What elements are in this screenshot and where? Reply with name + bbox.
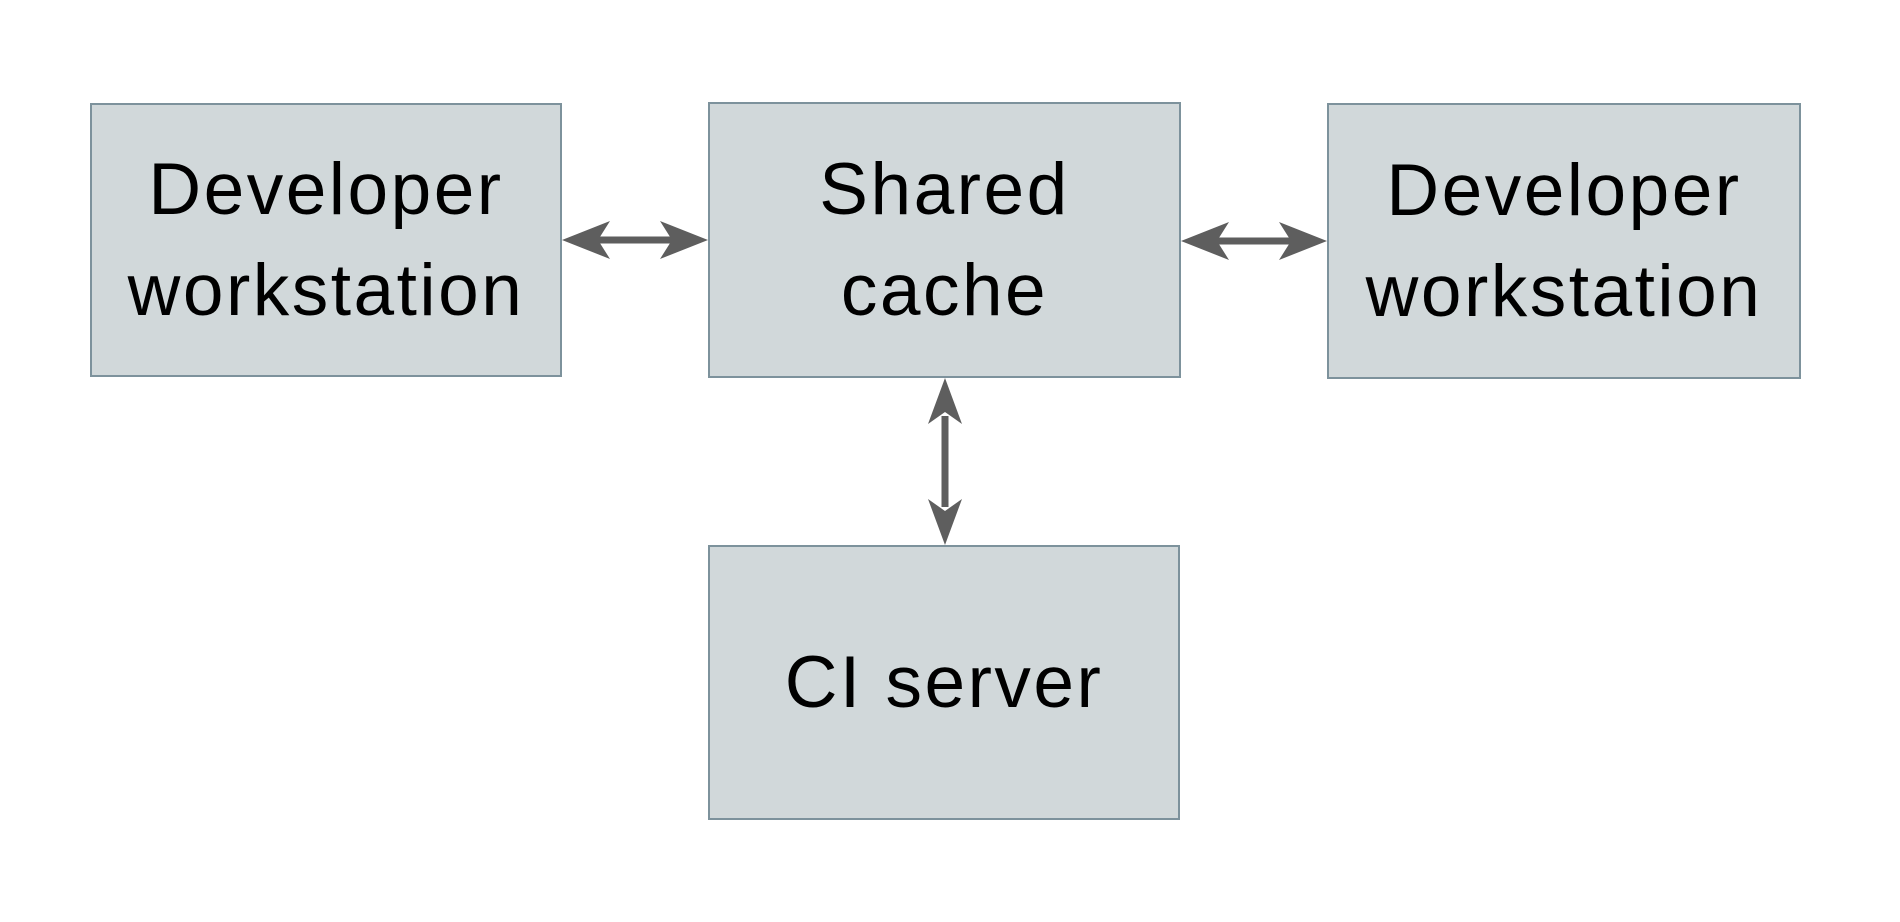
- node-ci-server: CI server: [708, 545, 1180, 820]
- node-label-line: CI server: [784, 642, 1104, 723]
- bidirectional-arrow-cache-ci-server-icon: [925, 378, 965, 545]
- node-label-ci-server: CI server: [785, 632, 1104, 733]
- node-label-developer-workstation-left: Developer workstation: [128, 139, 525, 341]
- bidirectional-arrow-left-workstation-cache-icon: [562, 218, 708, 262]
- node-label-line: cache: [840, 250, 1049, 331]
- node-label-line: Developer: [1386, 150, 1742, 231]
- node-shared-cache: Shared cache: [708, 102, 1181, 378]
- bidirectional-arrow-cache-right-workstation-icon: [1181, 219, 1327, 263]
- node-label-line: Developer: [148, 149, 504, 230]
- node-label-line: Shared: [819, 149, 1070, 230]
- node-label-shared-cache: Shared cache: [819, 139, 1069, 341]
- node-label-developer-workstation-right: Developer workstation: [1366, 140, 1763, 342]
- node-label-line: workstation: [1365, 251, 1763, 332]
- node-developer-workstation-left: Developer workstation: [90, 103, 562, 377]
- node-developer-workstation-right: Developer workstation: [1327, 103, 1801, 379]
- node-label-line: workstation: [127, 250, 525, 331]
